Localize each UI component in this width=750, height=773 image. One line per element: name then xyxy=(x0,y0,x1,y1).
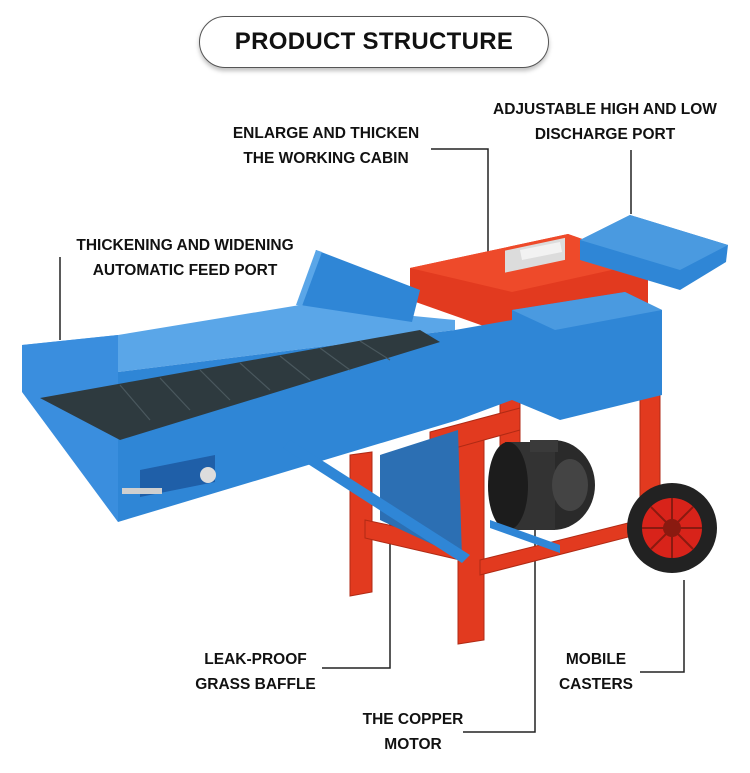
leader-lines xyxy=(59,148,685,733)
mobile-casters xyxy=(627,483,717,573)
callout-copper-motor: THE COPPER MOTOR xyxy=(362,711,464,753)
callout-discharge-port: ADJUSTABLE HIGH AND LOW DISCHARGE PORT xyxy=(493,101,717,143)
title-pill: PRODUCT STRUCTURE xyxy=(199,16,549,68)
callout-working-cabin: ENLARGE AND THICKEN THE WORKING CABIN xyxy=(232,125,420,167)
callout-feed-port: THICKENING AND WIDENING AUTOMATIC FEED P… xyxy=(76,237,294,279)
callout-mobile-casters: MOBILE CASTERS xyxy=(558,651,634,693)
feed-port xyxy=(22,250,512,522)
leader-mobile-casters xyxy=(640,580,685,673)
discharge-port xyxy=(580,215,728,290)
motor xyxy=(488,440,595,530)
leader-grass-baffle xyxy=(322,495,391,669)
blue-housing xyxy=(512,292,662,420)
leader-copper-motor xyxy=(463,500,536,733)
leader-working-cabin xyxy=(431,148,489,265)
guide-rail xyxy=(283,440,470,563)
motor-bracket xyxy=(490,520,560,553)
callout-grass-baffle: LEAK-PROOF GRASS BAFFLE xyxy=(195,651,316,693)
page-title: PRODUCT STRUCTURE xyxy=(234,28,514,55)
grass-baffle xyxy=(380,430,462,558)
